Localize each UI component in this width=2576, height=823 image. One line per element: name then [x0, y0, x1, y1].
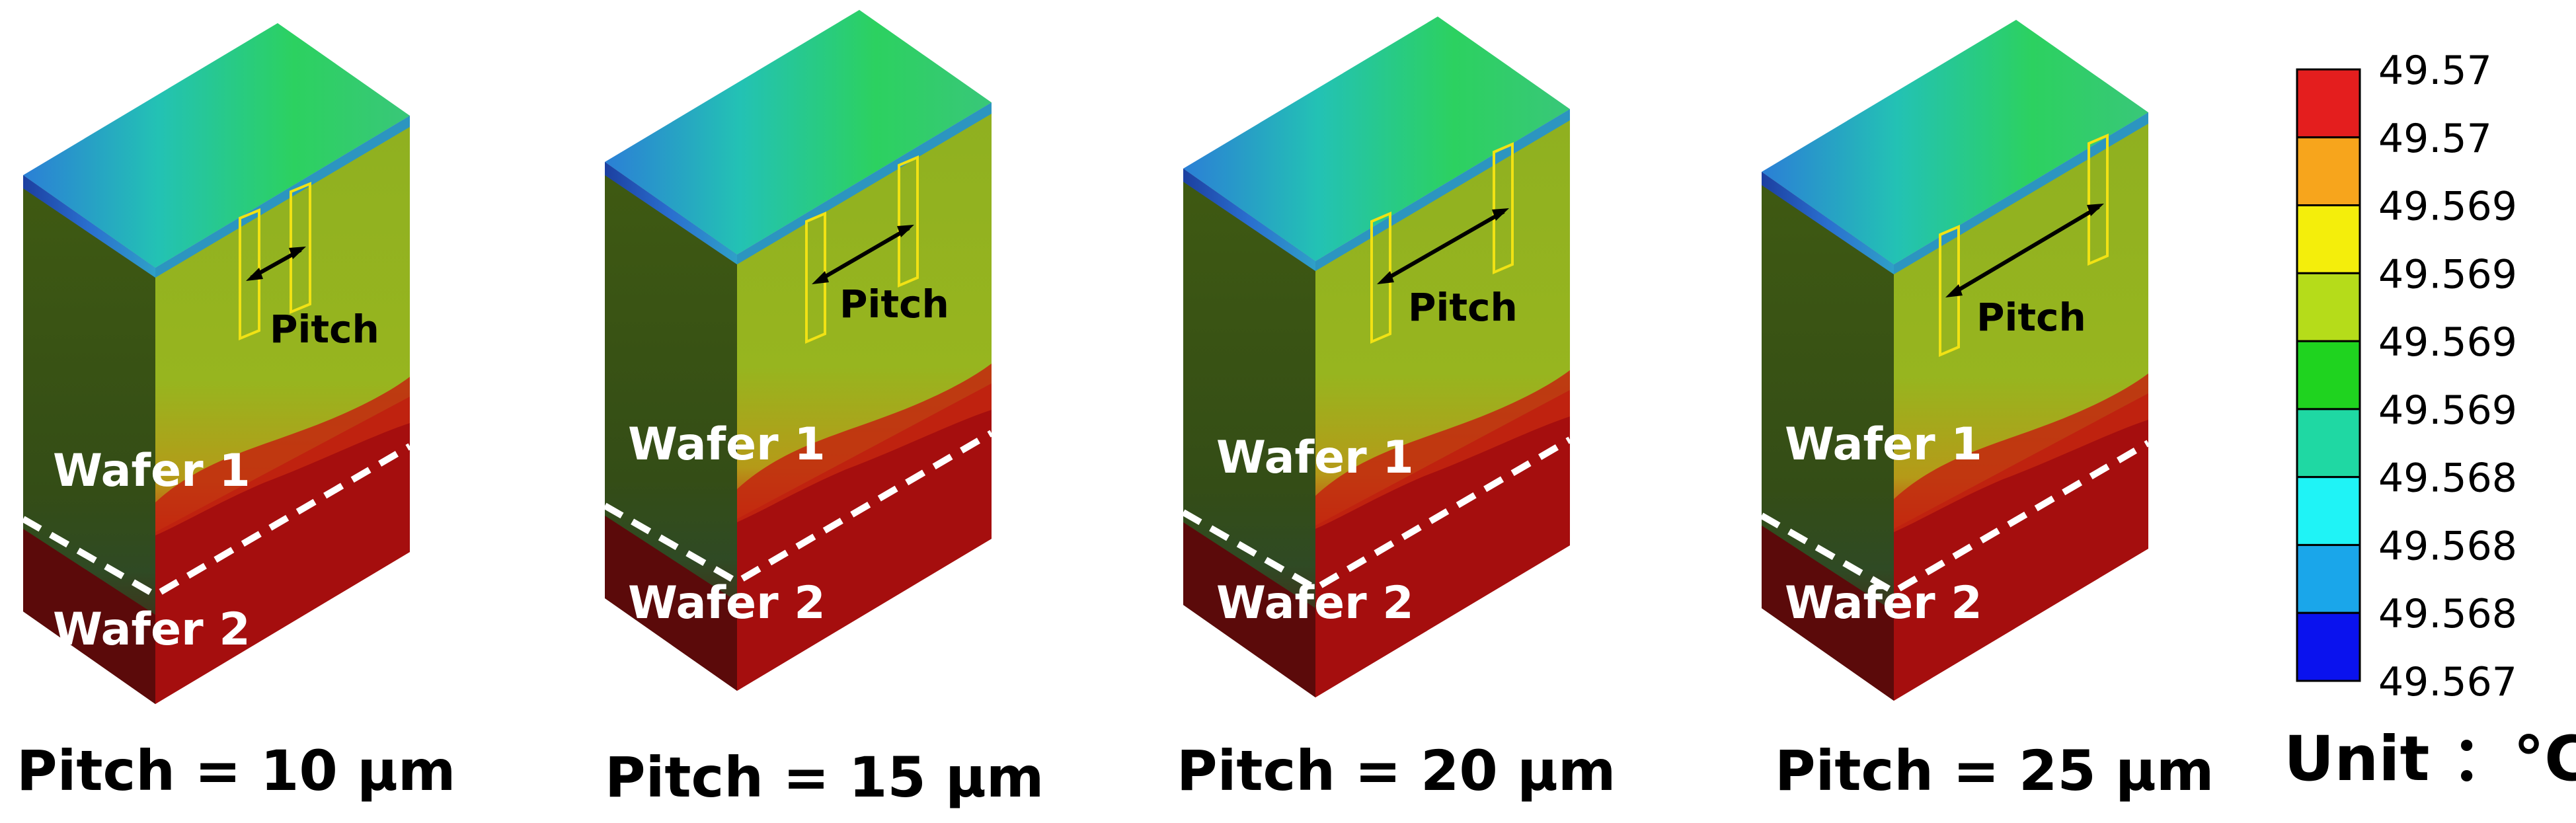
wafer1-label: Wafer 1	[1785, 418, 1982, 471]
arrowhead-right	[289, 247, 306, 259]
pitch-label: Pitch	[270, 307, 379, 352]
arrowhead-left	[812, 271, 829, 284]
colorbar-tick-label: 49.568	[2378, 455, 2517, 502]
wafer1-label: Wafer 1	[53, 445, 251, 497]
panel-caption: Pitch = 25 μm	[1775, 738, 2214, 803]
colorbar-swatch	[2296, 611, 2361, 682]
colorbar-swatch	[2296, 204, 2361, 274]
colorbar-tick-label: 49.568	[2378, 523, 2517, 569]
colorbar-swatches	[2296, 68, 2361, 682]
colorbar-ticks: 49.57 49.57 49.569 49.569 49.569 49.569 49.568…	[2378, 48, 2517, 705]
panel-pitch-10: Pitch Wafer 1 Wafer 2 Pitch = 10 μm	[17, 23, 455, 803]
via-pillars	[1370, 141, 1514, 344]
colorbar-tick-label: 49.57	[2378, 48, 2492, 94]
panel-caption: Pitch = 20 μm	[1177, 738, 1616, 803]
wafer1-label: Wafer 1	[628, 418, 826, 471]
arrowhead-left	[246, 268, 263, 281]
panel-pitch-25: Pitch Wafer 1 Wafer 2 Pitch = 25 μm	[1762, 20, 2214, 803]
pitch-arrow	[816, 226, 910, 283]
colorbar-swatch	[2296, 476, 2361, 546]
colorbar-tick-label: 49.569	[2378, 387, 2517, 434]
colorbar-swatch	[2296, 340, 2361, 411]
pitch-label: Pitch	[1408, 285, 1518, 330]
via-pillars	[1939, 133, 2109, 358]
arrowhead-left	[1945, 284, 1963, 297]
arrowhead-right	[1492, 208, 1509, 221]
arrowhead-right	[897, 225, 914, 237]
pitch-label: Pitch	[1976, 295, 2086, 340]
colorbar-swatch	[2296, 408, 2361, 479]
panel-caption: Pitch = 10 μm	[17, 738, 455, 803]
pitch-arrow	[1950, 205, 2100, 296]
panel-pitch-15: Pitch Wafer 1 Wafer 2 Pitch = 15 μm	[605, 10, 1044, 810]
pitch-label: Pitch	[839, 282, 949, 327]
panel-caption: Pitch = 15 μm	[605, 745, 1044, 810]
pitch-arrow	[1382, 210, 1505, 283]
colorbar-tick-label: 49.568	[2378, 591, 2517, 637]
colorbar-swatch	[2296, 136, 2361, 207]
wafer2-label: Wafer 2	[628, 577, 826, 629]
colorbar-swatch	[2296, 543, 2361, 614]
colorbar-swatch	[2296, 272, 2361, 342]
colorbar: 49.57 49.57 49.569 49.569 49.569 49.569 49.568…	[2284, 48, 2576, 795]
colorbar-tick-label: 49.567	[2378, 659, 2517, 705]
wafer1-label: Wafer 1	[1216, 432, 1414, 484]
panel-pitch-20: Pitch Wafer 1 Wafer 2 Pitch = 20 μm	[1177, 17, 1616, 803]
via-pillars	[239, 182, 311, 340]
arrowhead-right	[2087, 204, 2104, 216]
wafer-block-3d	[23, 23, 410, 704]
wafer2-label: Wafer 2	[1216, 577, 1414, 629]
arrowhead-left	[1377, 271, 1394, 284]
unit-label: Unit ：°C	[2284, 723, 2576, 795]
colorbar-tick-label: 49.57	[2378, 116, 2492, 162]
colorbar-tick-label: 49.569	[2378, 319, 2517, 366]
colorbar-swatch	[2296, 68, 2361, 139]
via-pillars	[805, 155, 919, 344]
wafer2-label: Wafer 2	[53, 604, 251, 656]
colorbar-tick-label: 49.569	[2378, 251, 2517, 297]
wafer2-label: Wafer 2	[1785, 577, 1982, 629]
colorbar-tick-label: 49.569	[2378, 184, 2517, 230]
